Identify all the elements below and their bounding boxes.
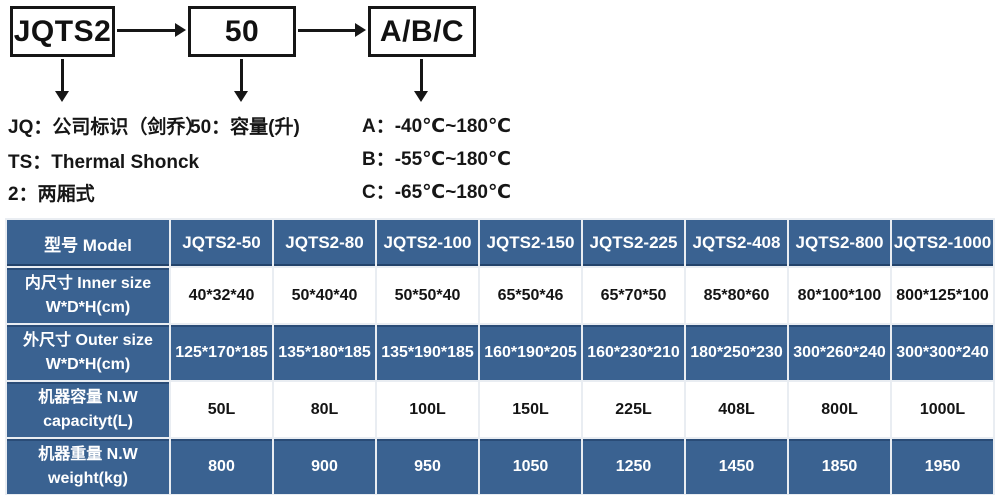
header-jqts2-50: JQTS2-50 — [171, 220, 272, 266]
cell-capacity: 50L — [171, 382, 272, 437]
cell-capacity: 1000L — [892, 382, 993, 437]
row-label-weight: 机器重量 N.W weight(kg) — [7, 439, 169, 494]
table-row-weight: 机器重量 N.W weight(kg) 800 900 950 1050 125… — [7, 439, 993, 494]
note-two-zone-code: 2：两厢式 — [8, 184, 95, 205]
cell-weight: 950 — [377, 439, 478, 494]
cell-weight: 900 — [274, 439, 375, 494]
cell-weight: 1850 — [789, 439, 890, 494]
header-jqts2-100: JQTS2-100 — [377, 220, 478, 266]
header-jqts2-150: JQTS2-150 — [480, 220, 581, 266]
model-code-box-jqts2: JQTS2 — [10, 6, 115, 57]
spec-table: 型号 Model JQTS2-50 JQTS2-80 JQTS2-100 JQT… — [5, 218, 995, 495]
arrow-down-icon — [234, 59, 248, 102]
arrow-down-icon — [414, 59, 428, 102]
note-company-code: JQ：公司标识（剑乔） — [8, 117, 205, 138]
cell-weight: 1950 — [892, 439, 993, 494]
header-jqts2-800: JQTS2-800 — [789, 220, 890, 266]
cell-inner-size: 40*32*40 — [171, 268, 272, 323]
cell-weight: 1450 — [686, 439, 787, 494]
cell-outer-size: 300*300*240 — [892, 325, 993, 380]
row-label-capacity: 机器容量 N.W capacityt(L) — [7, 382, 169, 437]
cell-inner-size: 50*50*40 — [377, 268, 478, 323]
row-label-zh: 内尺寸 Inner size — [24, 275, 152, 293]
row-label-en: weight(kg) — [48, 469, 128, 487]
cell-capacity: 408L — [686, 382, 787, 437]
cell-outer-size: 160*190*205 — [480, 325, 581, 380]
cell-inner-size: 80*100*100 — [789, 268, 890, 323]
header-jqts2-225: JQTS2-225 — [583, 220, 684, 266]
table-header-row: 型号 Model JQTS2-50 JQTS2-80 JQTS2-100 JQT… — [7, 220, 993, 266]
cell-capacity: 225L — [583, 382, 684, 437]
note-temp-grade-c: C：-65℃~180℃ — [362, 182, 511, 203]
row-label-zh: 外尺寸 Outer size — [23, 332, 153, 350]
row-label-en: W*D*H(cm) — [45, 298, 131, 316]
row-label-en: capacityt(L) — [43, 412, 133, 430]
cell-capacity: 800L — [789, 382, 890, 437]
cell-inner-size: 65*50*46 — [480, 268, 581, 323]
row-label-zh: 机器容量 N.W — [38, 389, 138, 407]
row-label-zh: 机器重量 N.W — [38, 446, 138, 464]
note-temp-grade-b: B：-55℃~180℃ — [362, 149, 511, 170]
arrow-right-icon — [298, 23, 366, 37]
arrow-right-icon — [117, 23, 186, 37]
header-jqts2-1000: JQTS2-1000 — [892, 220, 993, 266]
cell-outer-size: 135*180*185 — [274, 325, 375, 380]
header-jqts2-408: JQTS2-408 — [686, 220, 787, 266]
header-jqts2-80: JQTS2-80 — [274, 220, 375, 266]
cell-capacity: 80L — [274, 382, 375, 437]
table-row-outer-size: 外尺寸 Outer size W*D*H(cm) 125*170*185 135… — [7, 325, 993, 380]
row-label-outer-size: 外尺寸 Outer size W*D*H(cm) — [7, 325, 169, 380]
cell-weight: 1050 — [480, 439, 581, 494]
row-label-inner-size: 内尺寸 Inner size W*D*H(cm) — [7, 268, 169, 323]
model-code-box-capacity: 50 — [188, 6, 296, 57]
cell-inner-size: 50*40*40 — [274, 268, 375, 323]
cell-outer-size: 300*260*240 — [789, 325, 890, 380]
header-model: 型号 Model — [7, 220, 169, 266]
cell-outer-size: 160*230*210 — [583, 325, 684, 380]
table-row-capacity: 机器容量 N.W capacityt(L) 50L 80L 100L 150L … — [7, 382, 993, 437]
note-temp-grade-a: A：-40℃~180℃ — [362, 116, 511, 137]
cell-outer-size: 180*250*230 — [686, 325, 787, 380]
table-row-inner-size: 内尺寸 Inner size W*D*H(cm) 40*32*40 50*40*… — [7, 268, 993, 323]
cell-outer-size: 125*170*185 — [171, 325, 272, 380]
cell-weight: 800 — [171, 439, 272, 494]
cell-weight: 1250 — [583, 439, 684, 494]
cell-capacity: 150L — [480, 382, 581, 437]
note-ts-code: TS：Thermal Shonck — [8, 152, 200, 173]
row-label-en: W*D*H(cm) — [45, 355, 131, 373]
model-code-box-temp-grade: A/B/C — [368, 6, 476, 57]
arrow-down-icon — [55, 59, 69, 102]
cell-inner-size: 85*80*60 — [686, 268, 787, 323]
cell-inner-size: 800*125*100 — [892, 268, 993, 323]
cell-outer-size: 135*190*185 — [377, 325, 478, 380]
note-capacity-code: 50：容量(升) — [190, 117, 300, 138]
cell-capacity: 100L — [377, 382, 478, 437]
cell-inner-size: 65*70*50 — [583, 268, 684, 323]
